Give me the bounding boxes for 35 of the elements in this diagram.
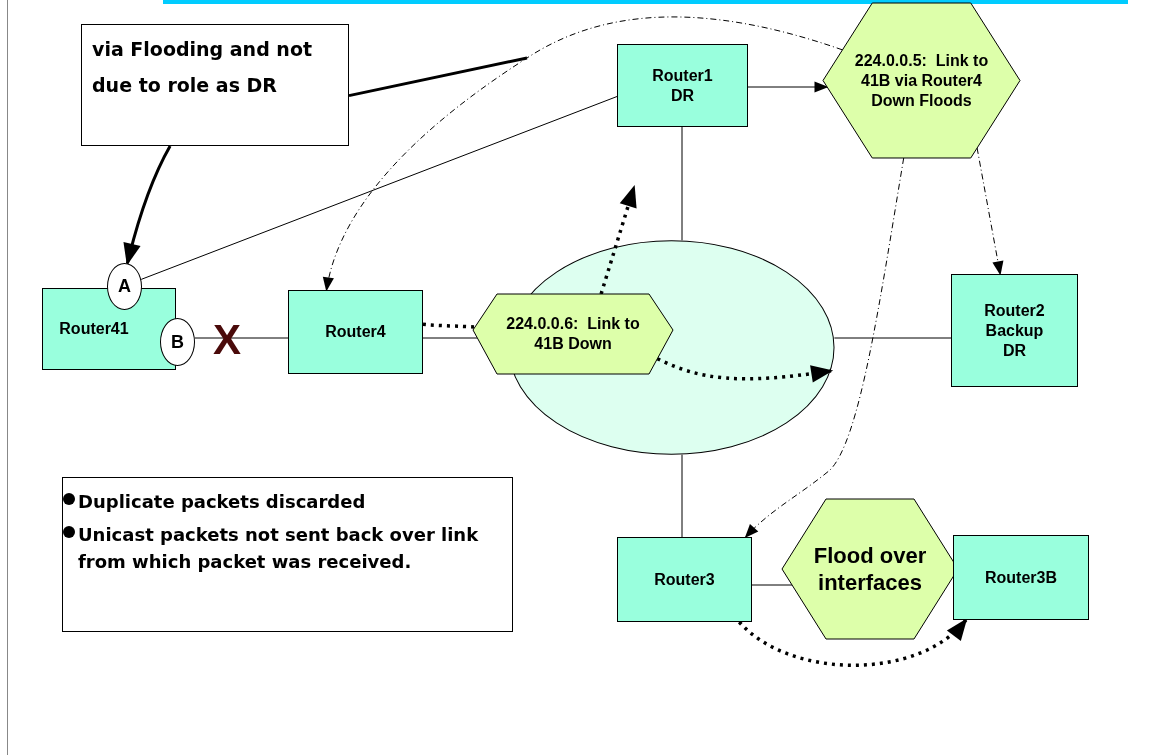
arrow bbox=[323, 16, 843, 292]
arrow bbox=[123, 145, 172, 266]
router-box bbox=[617, 537, 752, 622]
node-label: DR bbox=[1002, 340, 1027, 361]
node-label: Router1 bbox=[652, 65, 713, 86]
cross-mark: X bbox=[213, 316, 241, 364]
node-label: A bbox=[118, 275, 131, 298]
arrow bbox=[976, 147, 1004, 276]
arrow bbox=[738, 618, 968, 667]
node-label: via Flooding and not due to role as DR bbox=[92, 37, 313, 99]
node-label: Backup bbox=[985, 320, 1044, 341]
router-box bbox=[288, 290, 423, 374]
router-box bbox=[953, 535, 1089, 620]
node-label: Flood over interfaces bbox=[812, 541, 928, 597]
node-label: B bbox=[171, 330, 184, 354]
leader-line bbox=[348, 56, 528, 98]
node-label: 224.0.0.5: Link to 41B via Router4 Down Floods bbox=[853, 50, 990, 111]
node-label: Router3 bbox=[654, 569, 715, 590]
node-label: DR bbox=[670, 85, 695, 106]
callout-box bbox=[81, 24, 349, 146]
node-label: Router41 bbox=[59, 319, 129, 339]
arrow bbox=[599, 184, 637, 295]
node-label: 224.0.0.6: Link to 41B Down bbox=[505, 314, 641, 354]
notes-box bbox=[62, 477, 513, 632]
router-box bbox=[617, 44, 748, 127]
node-label: Router3B bbox=[985, 567, 1057, 588]
interface-oval bbox=[160, 318, 195, 366]
node-label: Duplicate packets discarded bbox=[78, 490, 366, 514]
node-label: Router2 bbox=[984, 300, 1045, 321]
node-label: Unicast packets not sent back over link from which packet was received. bbox=[78, 523, 480, 574]
arrow bbox=[656, 357, 834, 383]
arrow bbox=[747, 81, 829, 93]
node-label: Router4 bbox=[325, 322, 386, 342]
arrow bbox=[744, 157, 905, 538]
router-box bbox=[951, 274, 1078, 387]
